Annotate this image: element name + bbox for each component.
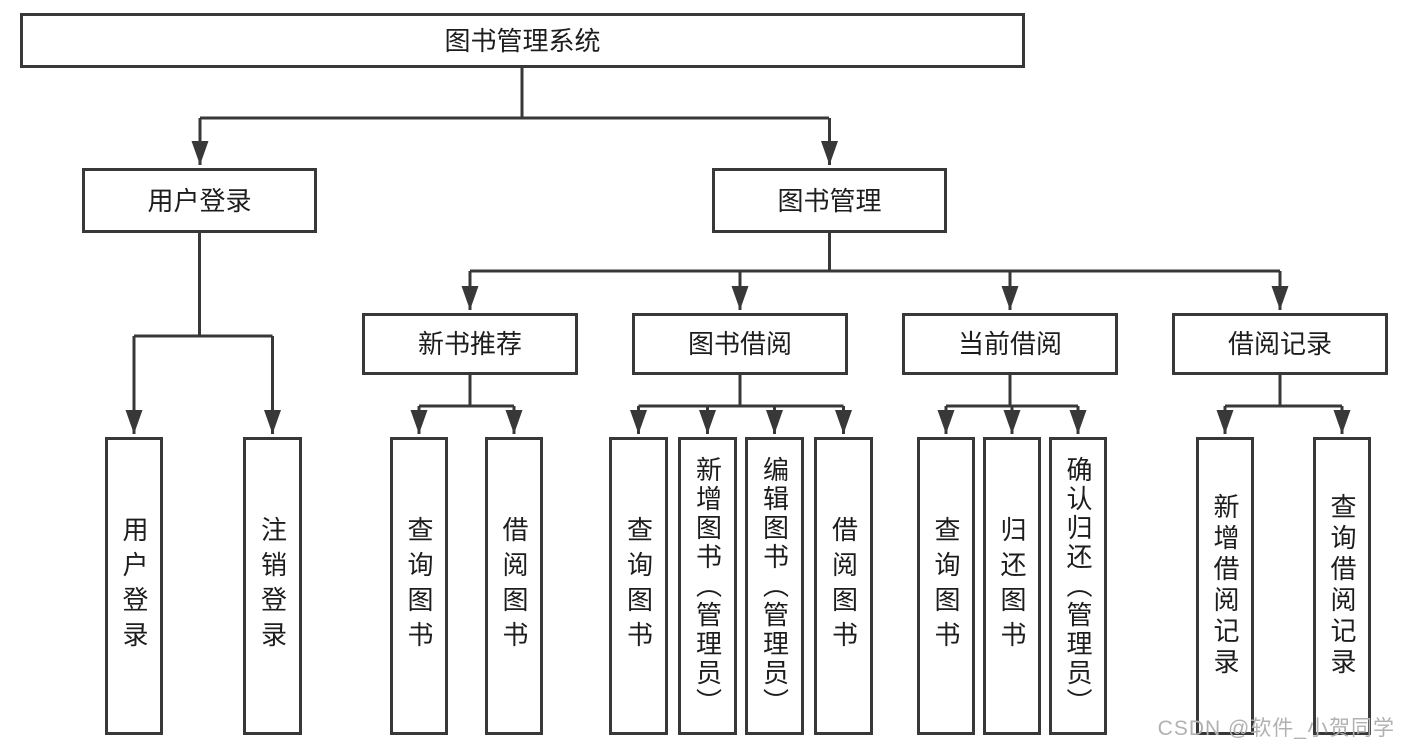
node-label: 新增借阅记录 bbox=[1210, 493, 1240, 679]
leaf-borrow-books: 借阅图书 bbox=[814, 437, 873, 735]
node-label: 编辑图书（管理员） bbox=[759, 455, 790, 717]
leaf-add-book-admin: 新增图书（管理员） bbox=[678, 437, 737, 735]
leaf-query-books-borrow: 查询图书 bbox=[609, 437, 668, 735]
csdn-watermark: CSDN @软件_小贺同学 bbox=[1157, 717, 1395, 740]
leaf-add-borrowing-record: 新增借阅记录 bbox=[1196, 437, 1254, 735]
leaf-return-books: 归还图书 bbox=[983, 437, 1041, 735]
node-label: 当前借阅 bbox=[957, 329, 1062, 359]
node-book-management: 图书管理 bbox=[712, 168, 947, 233]
node-label: 新增图书（管理员） bbox=[692, 455, 723, 717]
node-library-management-system: 图书管理系统 bbox=[20, 13, 1025, 68]
node-label: 查询图书 bbox=[404, 516, 434, 656]
node-label: 查询图书 bbox=[623, 516, 654, 656]
node-label: 注销登录 bbox=[257, 516, 288, 656]
node-label: 图书管理系统 bbox=[444, 25, 601, 56]
leaf-confirm-return-admin: 确认归还（管理员） bbox=[1049, 437, 1107, 735]
leaf-logout-login: 注销登录 bbox=[243, 437, 302, 735]
node-label: 用户登录 bbox=[119, 516, 149, 656]
node-current-borrowing: 当前借阅 bbox=[902, 313, 1118, 375]
leaf-edit-book-admin: 编辑图书（管理员） bbox=[745, 437, 804, 735]
node-label: 确认归还（管理员） bbox=[1063, 455, 1093, 717]
node-label: 新书推荐 bbox=[417, 329, 522, 359]
node-new-book-recommendation: 新书推荐 bbox=[362, 313, 578, 375]
node-label: 图书管理 bbox=[777, 185, 882, 216]
node-label: 用户登录 bbox=[147, 185, 252, 216]
node-label: 借阅记录 bbox=[1227, 329, 1332, 359]
node-label: 图书借阅 bbox=[687, 329, 792, 359]
leaf-query-books-current: 查询图书 bbox=[917, 437, 975, 735]
node-label: 查询借阅记录 bbox=[1327, 493, 1357, 679]
node-borrowing-records: 借阅记录 bbox=[1172, 313, 1388, 375]
node-label: 借阅图书 bbox=[499, 516, 529, 656]
leaf-query-books-recommend: 查询图书 bbox=[390, 437, 448, 735]
node-user-login: 用户登录 bbox=[82, 168, 317, 233]
leaf-borrow-books-recommend: 借阅图书 bbox=[485, 437, 543, 735]
node-label: 借阅图书 bbox=[828, 516, 859, 656]
node-book-borrowing: 图书借阅 bbox=[632, 313, 848, 375]
node-label: 查询图书 bbox=[931, 516, 961, 656]
node-label: 归还图书 bbox=[997, 516, 1027, 656]
leaf-query-borrowing-record: 查询借阅记录 bbox=[1313, 437, 1371, 735]
leaf-user-login: 用户登录 bbox=[105, 437, 163, 735]
